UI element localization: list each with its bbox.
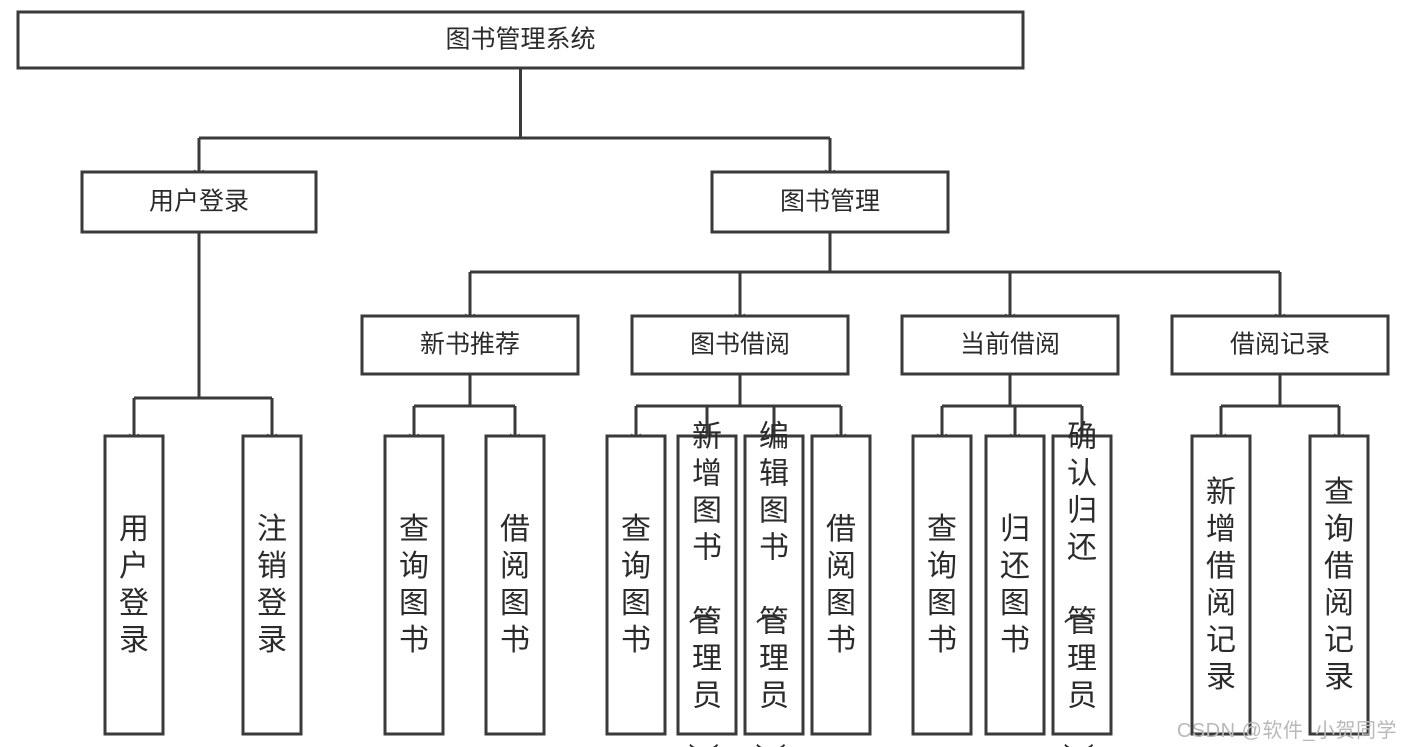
node-book-borrow[interactable]: 图书借阅 bbox=[630, 314, 850, 376]
node-box-leaf-confirm-return bbox=[1051, 434, 1113, 736]
node-label-leaf-edit-book: 编辑图书（管理员） bbox=[752, 421, 789, 747]
node-box-root bbox=[16, 10, 1025, 70]
node-label-root: 图书管理系统 bbox=[445, 26, 595, 54]
node-box-leaf-query-record bbox=[1308, 434, 1370, 736]
node-label-leaf-query-book-2: 查询图书 bbox=[621, 513, 651, 657]
node-label-user-login: 用户登录 bbox=[149, 188, 249, 216]
node-leaf-query-record[interactable]: 查询借阅记录 bbox=[1308, 434, 1370, 736]
node-leaf-edit-book[interactable]: 编辑图书（管理员） bbox=[743, 421, 805, 747]
node-leaf-query-book-3[interactable]: 查询图书 bbox=[911, 434, 973, 736]
node-root[interactable]: 图书管理系统 bbox=[16, 10, 1025, 70]
node-label-leaf-query-record: 查询借阅记录 bbox=[1324, 476, 1354, 694]
node-box-leaf-user-logout bbox=[241, 434, 303, 736]
node-box-user-login bbox=[80, 170, 318, 234]
node-box-leaf-query-book-1 bbox=[383, 434, 445, 736]
node-box-leaf-borrow-book-2 bbox=[810, 434, 872, 736]
node-box-leaf-add-record bbox=[1190, 434, 1252, 736]
node-leaf-borrow-book-1[interactable]: 借阅图书 bbox=[484, 434, 546, 736]
node-user-login[interactable]: 用户登录 bbox=[80, 170, 318, 234]
edge-group-root bbox=[193, 68, 836, 179]
node-box-current-borrow bbox=[900, 314, 1120, 376]
node-box-leaf-edit-book bbox=[743, 434, 805, 736]
node-leaf-confirm-return[interactable]: 确认归还（管理员） bbox=[1051, 421, 1113, 747]
node-box-leaf-return-book bbox=[984, 434, 1046, 736]
node-label-leaf-return-book: 归还图书 bbox=[1000, 513, 1030, 657]
node-box-new-book-rec bbox=[360, 314, 580, 376]
node-box-leaf-borrow-book-1 bbox=[484, 434, 546, 736]
node-label-leaf-query-book-3: 查询图书 bbox=[927, 513, 957, 657]
node-borrow-record[interactable]: 借阅记录 bbox=[1170, 314, 1390, 376]
node-book-admin[interactable]: 图书管理 bbox=[710, 170, 950, 234]
node-box-book-borrow bbox=[630, 314, 850, 376]
edge-group-current-borrow bbox=[936, 374, 1088, 443]
node-label-current-borrow: 当前借阅 bbox=[960, 331, 1060, 359]
node-new-book-rec[interactable]: 新书推荐 bbox=[360, 314, 580, 376]
node-leaf-user-logout[interactable]: 注销登录 bbox=[241, 434, 303, 736]
node-label-book-admin: 图书管理 bbox=[780, 188, 880, 216]
edge-group-user-login bbox=[128, 232, 278, 443]
node-label-leaf-add-book: 新增图书（管理员） bbox=[685, 421, 722, 747]
node-leaf-borrow-book-2[interactable]: 借阅图书 bbox=[810, 434, 872, 736]
node-label-leaf-borrow-book-1: 借阅图书 bbox=[500, 513, 530, 657]
node-label-leaf-borrow-book-2: 借阅图书 bbox=[826, 513, 856, 657]
node-box-leaf-user-login bbox=[103, 434, 165, 736]
node-box-borrow-record bbox=[1170, 314, 1390, 376]
node-leaf-user-login[interactable]: 用户登录 bbox=[103, 434, 165, 736]
node-current-borrow[interactable]: 当前借阅 bbox=[900, 314, 1120, 376]
node-leaf-add-book[interactable]: 新增图书（管理员） bbox=[676, 421, 738, 747]
node-leaf-return-book[interactable]: 归还图书 bbox=[984, 434, 1046, 736]
node-box-leaf-query-book-3 bbox=[911, 434, 973, 736]
node-label-leaf-user-login: 用户登录 bbox=[119, 513, 149, 657]
edge-layer bbox=[128, 68, 1345, 443]
node-label-leaf-confirm-return: 确认归还（管理员） bbox=[1060, 421, 1097, 747]
node-label-book-borrow: 图书借阅 bbox=[690, 331, 790, 359]
edge-group-new-book-rec bbox=[408, 374, 521, 443]
node-label-new-book-rec: 新书推荐 bbox=[420, 331, 520, 359]
node-label-leaf-user-logout: 注销登录 bbox=[257, 513, 287, 657]
node-label-leaf-add-record: 新增借阅记录 bbox=[1206, 476, 1236, 694]
node-box-book-admin bbox=[710, 170, 950, 234]
node-label-borrow-record: 借阅记录 bbox=[1230, 331, 1330, 359]
node-box-leaf-query-book-2 bbox=[605, 434, 667, 736]
node-leaf-query-book-2[interactable]: 查询图书 bbox=[605, 434, 667, 736]
edge-group-book-borrow bbox=[630, 374, 847, 443]
node-leaf-query-book-1[interactable]: 查询图书 bbox=[383, 434, 445, 736]
node-label-leaf-query-book-1: 查询图书 bbox=[399, 513, 429, 657]
node-leaf-add-record[interactable]: 新增借阅记录 bbox=[1190, 434, 1252, 736]
edge-group-borrow-record bbox=[1215, 374, 1345, 443]
node-box-leaf-add-book bbox=[676, 434, 738, 736]
node-layer: 图书管理系统用户登录图书管理新书推荐图书借阅当前借阅借阅记录用户登录注销登录查询… bbox=[16, 10, 1390, 747]
edge-group-book-admin bbox=[464, 232, 1286, 323]
